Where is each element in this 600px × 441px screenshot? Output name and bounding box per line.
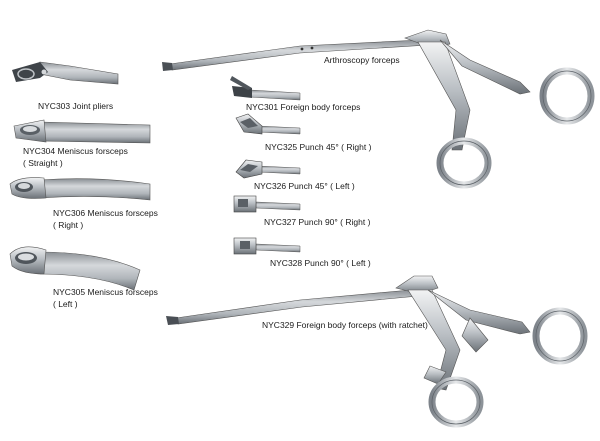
label-nyc328: NYC328 Punch 90° ( Left ) [270, 258, 371, 268]
label-arthroscopy-forceps: Arthroscopy forceps [324, 55, 400, 65]
foreign-body-forceps-ratchet-icon [166, 275, 588, 428]
nyc305-tip-icon [9, 246, 141, 291]
label-nyc306-line2: ( Right ) [53, 220, 84, 230]
label-nyc306-line1: NYC306 Meniscus forsceps [53, 208, 158, 218]
label-nyc303: NYC303 Joint pliers [38, 101, 114, 111]
nyc301-tip-icon [230, 76, 301, 101]
label-nyc327: NYC327 Punch 90° ( Right ) [264, 217, 371, 227]
nyc304-tip-icon [13, 119, 151, 144]
label-nyc304-line1: NYC304 Meniscus forsceps [23, 146, 128, 156]
nyc326-tip-icon [235, 159, 301, 179]
label-nyc301: NYC301 Foreign body forceps [246, 102, 361, 112]
label-nyc325: NYC325 Punch 45° ( Right ) [265, 142, 372, 152]
label-nyc326: NYC326 Punch 45° ( Left ) [254, 181, 355, 191]
nyc327-tip-icon [233, 195, 301, 213]
nyc303-tip-icon [12, 61, 119, 85]
label-nyc305-line2: ( Left ) [53, 299, 78, 309]
nyc306-tip-icon [9, 177, 151, 201]
arthroscopy-forceps-icon [162, 29, 595, 189]
nyc325-tip-icon [235, 113, 301, 135]
nyc328-tip-icon [233, 237, 301, 255]
label-nyc304-line2: ( Straight ) [23, 158, 63, 168]
label-nyc329: NYC329 Foreign body forceps (with ratche… [262, 320, 428, 330]
label-nyc305-line1: NYC305 Meniscus forsceps [53, 287, 158, 297]
